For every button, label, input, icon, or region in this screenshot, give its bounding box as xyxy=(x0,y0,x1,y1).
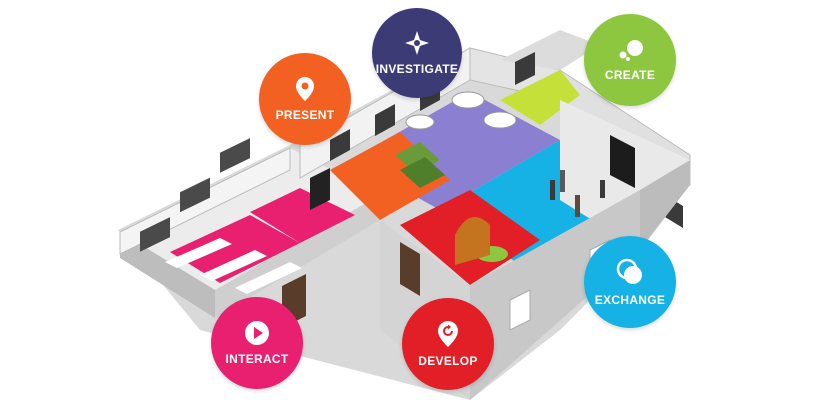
bubbles-icon xyxy=(619,40,643,61)
investigate-label: INVESTIGATE xyxy=(375,62,459,76)
play-icon xyxy=(245,321,269,345)
map-pin-icon xyxy=(296,77,314,101)
interact-floor-zone xyxy=(170,215,300,283)
develop-label: DEVELOP xyxy=(418,354,478,368)
furniture xyxy=(395,91,635,265)
create-floor-zone xyxy=(500,70,580,125)
investigate-badge[interactable]: INVESTIGATE xyxy=(372,8,462,98)
present-label: PRESENT xyxy=(275,108,335,122)
interact-floor-zone-2 xyxy=(250,188,355,243)
create-label: CREATE xyxy=(604,68,656,82)
compass-icon xyxy=(405,31,429,55)
create-badge[interactable]: CREATE xyxy=(584,14,676,106)
interact-label: INTERACT xyxy=(225,352,289,366)
develop-badge[interactable]: DEVELOP xyxy=(402,298,494,390)
exchange-label: EXCHANGE xyxy=(594,293,666,307)
overlapping-circles-icon xyxy=(616,258,642,284)
exchange-badge[interactable]: EXCHANGE xyxy=(584,236,676,328)
left-wing-room xyxy=(119,138,380,328)
refresh-pin-icon xyxy=(438,321,458,347)
present-badge[interactable]: PRESENT xyxy=(259,53,351,145)
interact-badge[interactable]: INTERACT xyxy=(211,297,303,389)
